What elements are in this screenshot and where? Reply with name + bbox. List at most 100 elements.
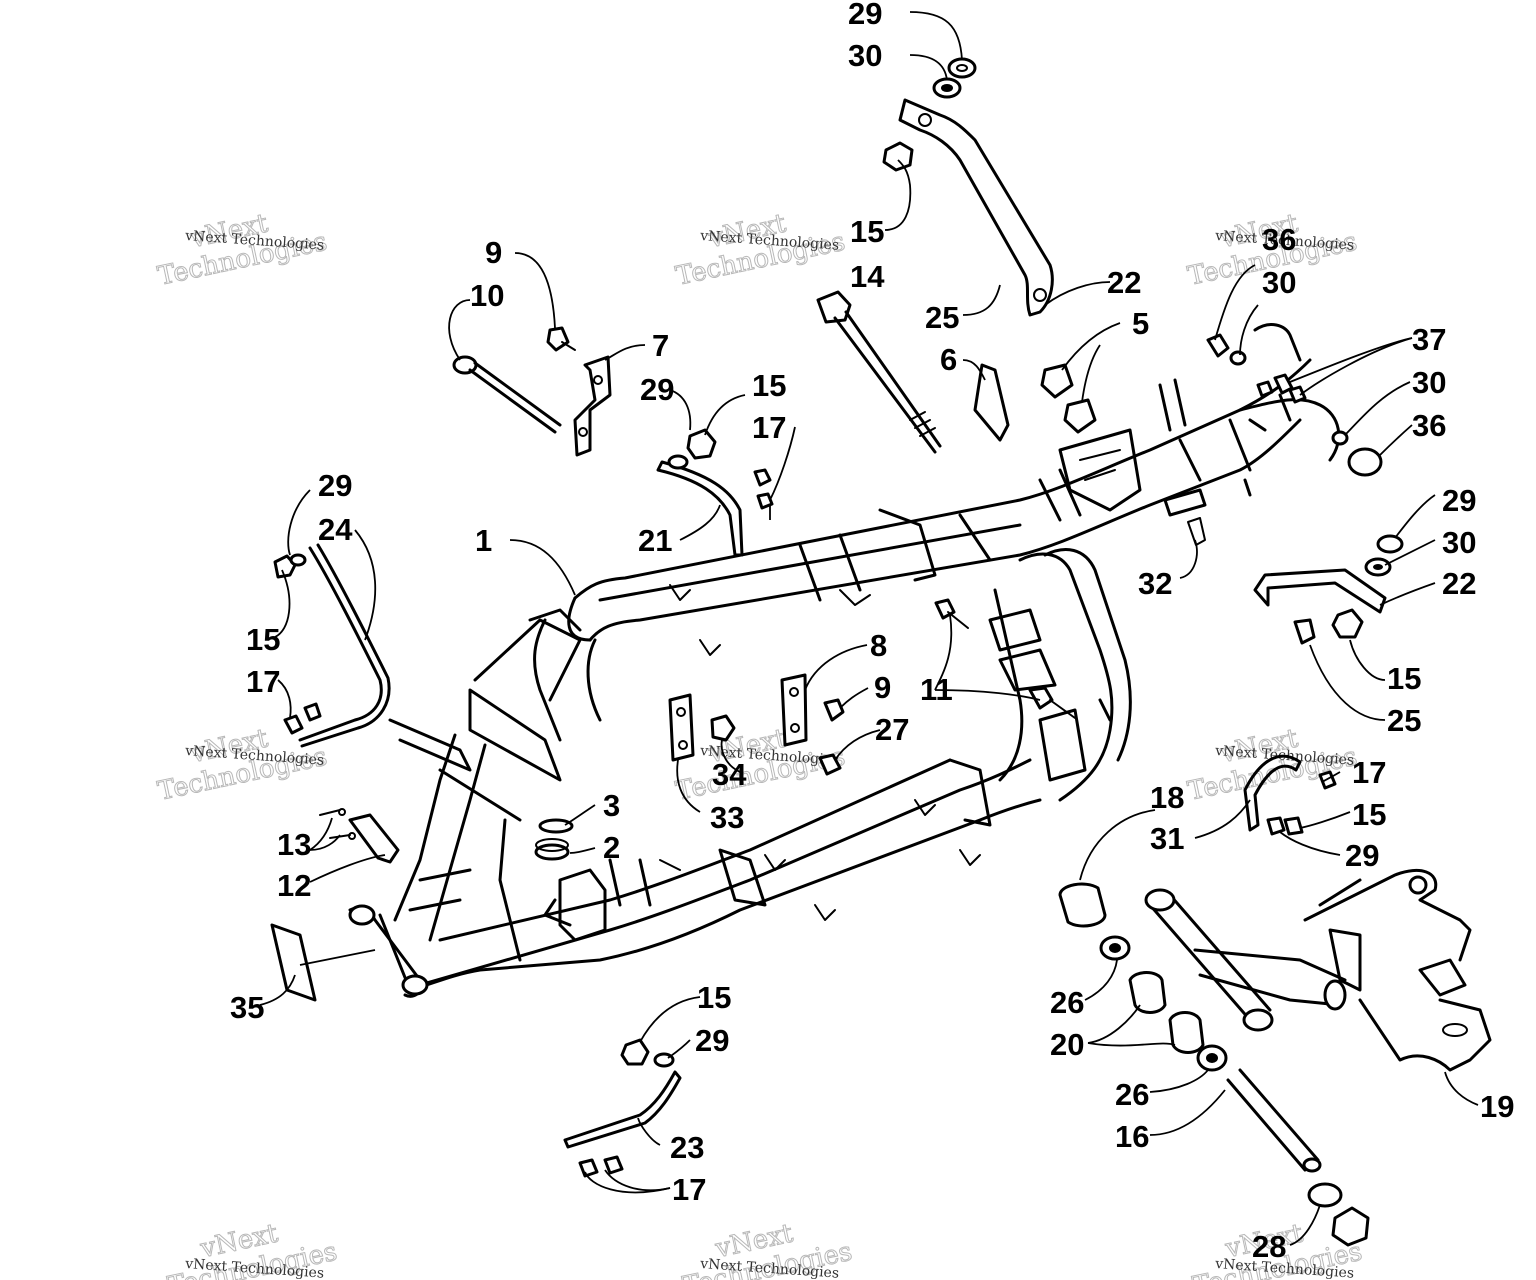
callout-27: 27 xyxy=(875,712,909,747)
bolt-9 xyxy=(546,326,576,352)
callout-29: 29 xyxy=(318,468,352,503)
bolt-9b xyxy=(823,698,845,722)
shaft-16 xyxy=(1226,1068,1370,1247)
brace-22-top xyxy=(898,98,1054,317)
callout-5: 5 xyxy=(1132,306,1149,341)
bushings xyxy=(1058,882,1228,1072)
callout-35: 35 xyxy=(230,990,264,1025)
swing-arm-19 xyxy=(1144,868,1492,1072)
callout-30: 30 xyxy=(1442,525,1476,560)
callout-17: 17 xyxy=(752,410,786,445)
washer-28 xyxy=(1307,1182,1343,1208)
callout-29: 29 xyxy=(1442,483,1476,518)
bracket-21 xyxy=(656,428,774,557)
callout-15: 15 xyxy=(1352,797,1386,832)
bolt-11 xyxy=(934,598,1076,719)
callout-20: 20 xyxy=(1050,1027,1084,1062)
callout-6: 6 xyxy=(940,342,957,377)
watermark-layer: vNext Technologies vNext Technologies vN… xyxy=(155,208,1366,1280)
leader-lines xyxy=(259,11,1479,1246)
callout-24: 24 xyxy=(318,512,353,547)
callout-3: 3 xyxy=(603,788,620,823)
bracket-23 xyxy=(563,1038,682,1178)
ring-3 xyxy=(538,818,574,834)
callout-2: 2 xyxy=(603,830,620,865)
callout-9: 9 xyxy=(874,670,891,705)
washers-top xyxy=(882,57,977,172)
rear-fasteners xyxy=(1206,333,1383,477)
callout-13: 13 xyxy=(277,827,311,862)
callout-17: 17 xyxy=(1352,755,1386,790)
callout-33: 33 xyxy=(710,800,744,835)
bolt-34 xyxy=(710,714,736,742)
nut-5 xyxy=(1063,398,1097,434)
callout-14: 14 xyxy=(850,259,885,294)
callout-22: 22 xyxy=(1442,566,1476,601)
callout-36: 36 xyxy=(1262,222,1296,257)
callout-23: 23 xyxy=(670,1130,704,1165)
cap-36 xyxy=(1347,447,1383,477)
callout-22: 22 xyxy=(1107,265,1141,300)
callout-labels: 29 30 15 14 22 25 6 5 9 10 7 29 15 17 21… xyxy=(230,0,1514,1264)
washer xyxy=(947,57,977,79)
callout-26: 26 xyxy=(1115,1077,1149,1112)
nut xyxy=(882,141,914,172)
seat-mount-bracket xyxy=(1040,363,1142,512)
tube-end xyxy=(348,904,376,926)
bolt-10 xyxy=(452,355,562,434)
callout-19: 19 xyxy=(1480,1089,1514,1124)
callout-29: 29 xyxy=(695,1023,729,1058)
nut-28 xyxy=(1331,1206,1370,1247)
label-plate-35 xyxy=(270,923,317,1002)
callout-29: 29 xyxy=(848,0,882,31)
bracket-7 xyxy=(573,355,612,457)
nut-5 xyxy=(1040,363,1074,399)
callout-15: 15 xyxy=(752,368,786,403)
main-frame xyxy=(348,323,1341,998)
callout-30: 30 xyxy=(1412,365,1446,400)
callout-7: 7 xyxy=(652,328,669,363)
callout-15: 15 xyxy=(850,214,884,249)
long-bolt-14 xyxy=(816,290,942,454)
callout-30: 30 xyxy=(1262,265,1296,300)
bushing-20 xyxy=(1168,1011,1205,1054)
bushing-20 xyxy=(1128,971,1167,1014)
callout-25: 25 xyxy=(1387,703,1421,738)
callout-25: 25 xyxy=(925,300,959,335)
bushing-18 xyxy=(1058,882,1107,928)
callout-12: 12 xyxy=(277,868,311,903)
callout-17: 17 xyxy=(246,664,280,699)
callout-15: 15 xyxy=(697,980,731,1015)
callout-30: 30 xyxy=(848,38,882,73)
callout-17: 17 xyxy=(672,1172,706,1207)
callout-32: 32 xyxy=(1138,566,1172,601)
callout-21: 21 xyxy=(638,523,672,558)
tube-end xyxy=(401,974,429,996)
callout-9: 9 xyxy=(485,235,502,270)
callout-26: 26 xyxy=(1050,985,1084,1020)
callout-15: 15 xyxy=(1387,661,1421,696)
plate-33 xyxy=(668,693,695,762)
callout-16: 16 xyxy=(1115,1119,1149,1154)
callout-10: 10 xyxy=(470,278,504,313)
callout-34: 34 xyxy=(712,757,747,792)
rod-24 xyxy=(273,543,391,748)
callout-36: 36 xyxy=(1412,408,1446,443)
callout-37: 37 xyxy=(1412,322,1446,357)
callout-18: 18 xyxy=(1150,780,1184,815)
callout-15: 15 xyxy=(246,622,280,657)
callout-29: 29 xyxy=(640,372,674,407)
callout-1: 1 xyxy=(475,523,492,558)
callout-29: 29 xyxy=(1345,838,1379,873)
callout-11: 11 xyxy=(920,672,953,707)
clip-32 xyxy=(1187,517,1206,546)
callout-8: 8 xyxy=(870,628,887,663)
brace-22-right xyxy=(1253,534,1404,645)
callout-31: 31 xyxy=(1150,821,1184,856)
clip-6 xyxy=(973,363,1010,442)
plate-12 xyxy=(319,808,400,864)
callout-28: 28 xyxy=(1252,1229,1286,1264)
plate-8 xyxy=(780,673,808,747)
